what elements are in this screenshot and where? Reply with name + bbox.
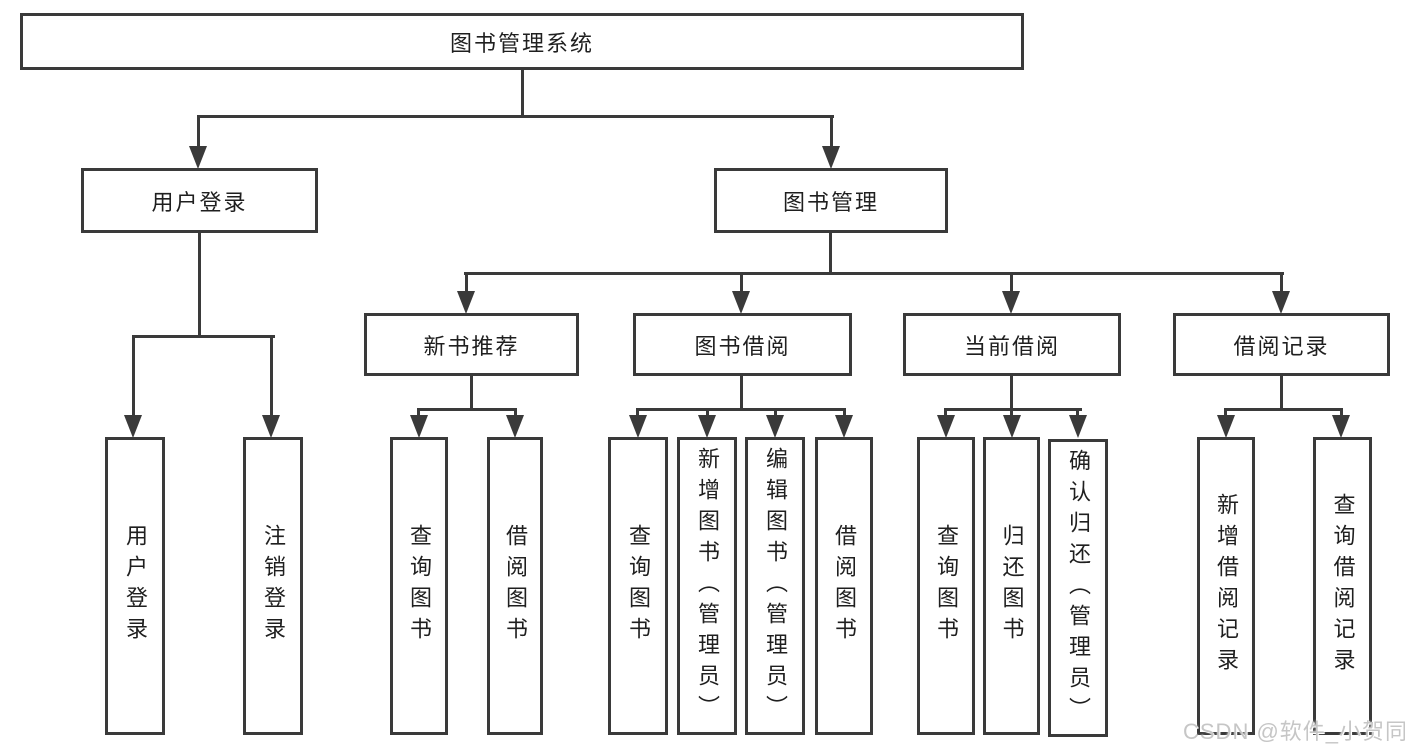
connector-line <box>465 272 468 293</box>
node-leaf-cb-return-books: 归还图书 <box>983 437 1040 735</box>
node-leaf-nbr-query-books: 查询图书 <box>390 437 448 735</box>
node-leaf-br-query-record-label: 查询借阅记录 <box>1330 493 1356 679</box>
node-leaf-user-login-label: 用户登录 <box>123 524 148 648</box>
connector-line <box>843 408 846 417</box>
connector-line <box>198 233 201 338</box>
node-borrowing-records: 借阅记录 <box>1173 313 1390 376</box>
connector-line <box>830 115 833 147</box>
connector-line <box>740 376 743 410</box>
node-user-login: 用户登录 <box>81 168 318 233</box>
node-leaf-logout-label: 注销登录 <box>261 524 286 648</box>
arrowhead-down-icon <box>1272 291 1290 314</box>
arrowhead-down-icon <box>1069 415 1087 438</box>
connector-line <box>636 408 846 411</box>
node-leaf-user-login: 用户登录 <box>105 437 165 735</box>
connector-line <box>514 408 517 417</box>
connector-line <box>417 408 517 411</box>
node-leaf-logout: 注销登录 <box>243 437 303 735</box>
watermark: CSDN @软件_小贺同学 <box>1183 719 1405 744</box>
node-root: 图书管理系统 <box>20 13 1024 70</box>
connector-line <box>1224 408 1343 411</box>
connector-line <box>706 408 709 417</box>
node-leaf-bb-add-books-admin: 新增图书（管理员） <box>677 437 737 735</box>
node-leaf-cb-query-books: 查询图书 <box>917 437 975 735</box>
node-book-borrowing: 图书借阅 <box>633 313 852 376</box>
node-leaf-bb-edit-books-admin: 编辑图书（管理员） <box>745 437 805 735</box>
arrowhead-down-icon <box>937 415 955 438</box>
node-leaf-cb-confirm-return-admin: 确认归还（管理员） <box>1048 439 1108 737</box>
node-current-borrowing-label: 当前借阅 <box>963 333 1060 359</box>
node-user-login-label: 用户登录 <box>151 189 248 215</box>
arrowhead-down-icon <box>1217 415 1235 438</box>
node-leaf-bb-edit-books-admin-label: 编辑图书（管理员） <box>763 446 788 726</box>
connector-line <box>829 233 832 275</box>
node-leaf-cb-return-books-label: 归还图书 <box>999 524 1025 648</box>
connector-line <box>1010 408 1013 417</box>
connector-line <box>197 115 834 118</box>
node-new-book-recommend: 新书推荐 <box>364 313 579 376</box>
connector-line <box>1224 408 1227 417</box>
arrowhead-down-icon <box>698 415 716 438</box>
connector-line <box>1340 408 1343 417</box>
connector-line <box>944 408 947 417</box>
node-leaf-cb-query-books-label: 查询图书 <box>934 524 959 648</box>
arrowhead-down-icon <box>835 415 853 438</box>
node-leaf-bb-borrow-books-label: 借阅图书 <box>832 524 857 648</box>
connector-line <box>132 335 275 338</box>
connector-line <box>1010 376 1013 410</box>
connector-line <box>636 408 639 417</box>
node-book-borrowing-label: 图书借阅 <box>694 333 791 359</box>
node-current-borrowing: 当前借阅 <box>903 313 1121 376</box>
connector-line <box>197 115 200 147</box>
connector-line <box>1280 272 1283 293</box>
node-root-label: 图书管理系统 <box>449 30 594 56</box>
connector-line <box>1076 408 1079 417</box>
arrowhead-down-icon <box>506 415 524 438</box>
arrowhead-down-icon <box>732 291 750 314</box>
arrowhead-down-icon <box>629 415 647 438</box>
connector-line <box>1010 272 1013 293</box>
node-leaf-br-add-record: 新增借阅记录 <box>1197 437 1255 735</box>
arrowhead-down-icon <box>822 146 840 169</box>
connector-line <box>270 335 273 416</box>
connector-line <box>521 70 524 118</box>
node-leaf-nbr-borrow-books: 借阅图书 <box>487 437 543 735</box>
node-leaf-nbr-borrow-books-label: 借阅图书 <box>503 524 528 648</box>
arrowhead-down-icon <box>189 146 207 169</box>
node-book-management: 图书管理 <box>714 168 948 233</box>
connector-line <box>740 272 743 293</box>
node-leaf-bb-add-books-admin-label: 新增图书（管理员） <box>695 446 720 726</box>
arrowhead-down-icon <box>124 415 142 438</box>
arrowhead-down-icon <box>1002 291 1020 314</box>
node-new-book-recommend-label: 新书推荐 <box>423 333 520 359</box>
node-borrowing-records-label: 借阅记录 <box>1233 333 1330 359</box>
connector-line <box>132 335 135 416</box>
arrowhead-down-icon <box>766 415 784 438</box>
connector-line <box>774 408 777 417</box>
node-leaf-bb-borrow-books: 借阅图书 <box>815 437 873 735</box>
connector-line <box>1280 376 1283 410</box>
node-book-management-label: 图书管理 <box>782 189 879 215</box>
node-leaf-bb-query-books-label: 查询图书 <box>626 524 651 648</box>
connector-line <box>464 272 1284 275</box>
connector-line <box>470 376 473 410</box>
node-leaf-br-query-record: 查询借阅记录 <box>1313 437 1372 735</box>
node-leaf-nbr-query-books-label: 查询图书 <box>407 524 432 648</box>
node-leaf-bb-query-books: 查询图书 <box>608 437 668 735</box>
connector-line <box>944 408 1082 411</box>
arrowhead-down-icon <box>410 415 428 438</box>
node-leaf-br-add-record-label: 新增借阅记录 <box>1214 493 1239 679</box>
arrowhead-down-icon <box>1332 415 1350 438</box>
arrowhead-down-icon <box>262 415 280 438</box>
arrowhead-down-icon <box>457 291 475 314</box>
connector-line <box>417 408 420 417</box>
arrowhead-down-icon <box>1003 415 1021 438</box>
node-leaf-cb-confirm-return-admin-label: 确认归还（管理员） <box>1066 448 1091 728</box>
